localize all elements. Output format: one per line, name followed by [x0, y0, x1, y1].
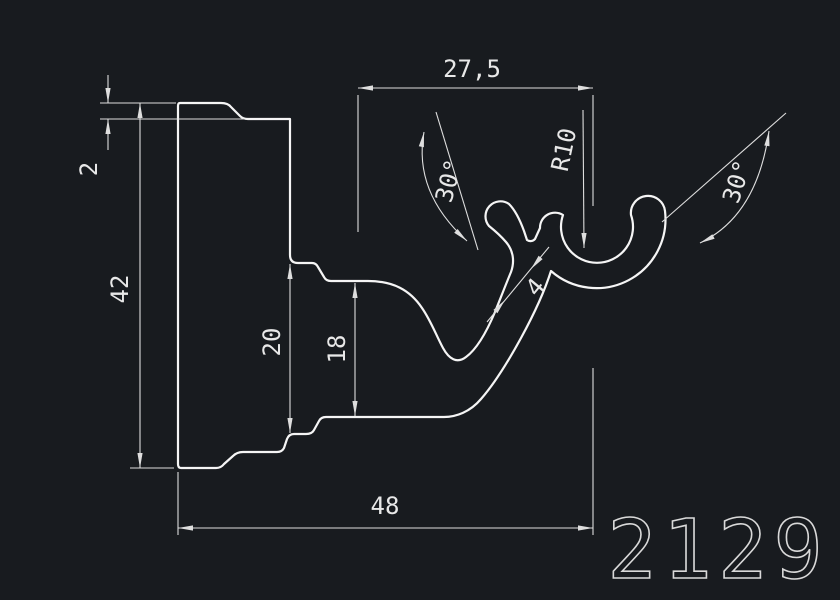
arrowhead-42-bottom — [137, 453, 143, 468]
dimension-angle-left: 30° — [418, 111, 479, 251]
arrowhead-20-bottom — [287, 418, 293, 433]
part-number: 2129 — [607, 503, 828, 598]
dim-2-label: 2 — [75, 162, 103, 176]
arrowhead-4-lower — [493, 300, 505, 314]
dimension-18: 18 — [323, 283, 358, 416]
dimension-20: 20 — [258, 264, 293, 433]
arrowhead-18-top — [352, 283, 358, 298]
dim-20-label: 20 — [258, 328, 286, 357]
arrowhead-angle-right-top — [764, 131, 770, 147]
arrowhead-18-bottom — [352, 401, 358, 416]
dimension-27-5: 27,5 — [357, 55, 594, 232]
arrowhead-r10 — [581, 233, 587, 248]
dimension-r10: R10 — [546, 109, 587, 249]
part-profile-outline — [176, 101, 667, 470]
arrowhead-angle-left-bottom — [454, 229, 467, 241]
arrowhead-4-upper — [531, 255, 543, 269]
angle-ray-left — [435, 111, 479, 251]
arrowhead-48-left — [178, 525, 193, 531]
arrowhead-20-top — [287, 264, 293, 279]
dimension-4: 4 — [486, 246, 551, 323]
arrowhead-2-bottom — [105, 119, 111, 134]
leader-line-r10 — [582, 109, 585, 249]
dimension-48: 48 — [177, 368, 594, 535]
dimension-42: 42 — [106, 103, 174, 469]
dim-18-label: 18 — [323, 335, 351, 364]
dimension-angle-right: 30° — [661, 112, 787, 244]
arrowhead-27-5-right — [578, 85, 593, 91]
dim-4-label: 4 — [520, 273, 551, 302]
arrowhead-48-right — [578, 525, 593, 531]
arrowhead-42-top — [137, 103, 143, 118]
dim-42-label: 42 — [106, 275, 134, 304]
arrowhead-angle-right-bottom — [700, 234, 715, 243]
dim-r10-label: R10 — [546, 125, 582, 173]
arrowhead-angle-left-top — [418, 132, 424, 148]
dimension-2: 2 — [75, 75, 244, 176]
dim-27-5-label: 27,5 — [443, 55, 501, 83]
dim-angle-right-label: 30° — [717, 157, 757, 207]
arrowhead-27-5-left — [358, 85, 373, 91]
angle-ray-right — [661, 112, 787, 223]
dim-48-label: 48 — [371, 492, 400, 520]
arrowhead-2-top — [105, 88, 111, 103]
